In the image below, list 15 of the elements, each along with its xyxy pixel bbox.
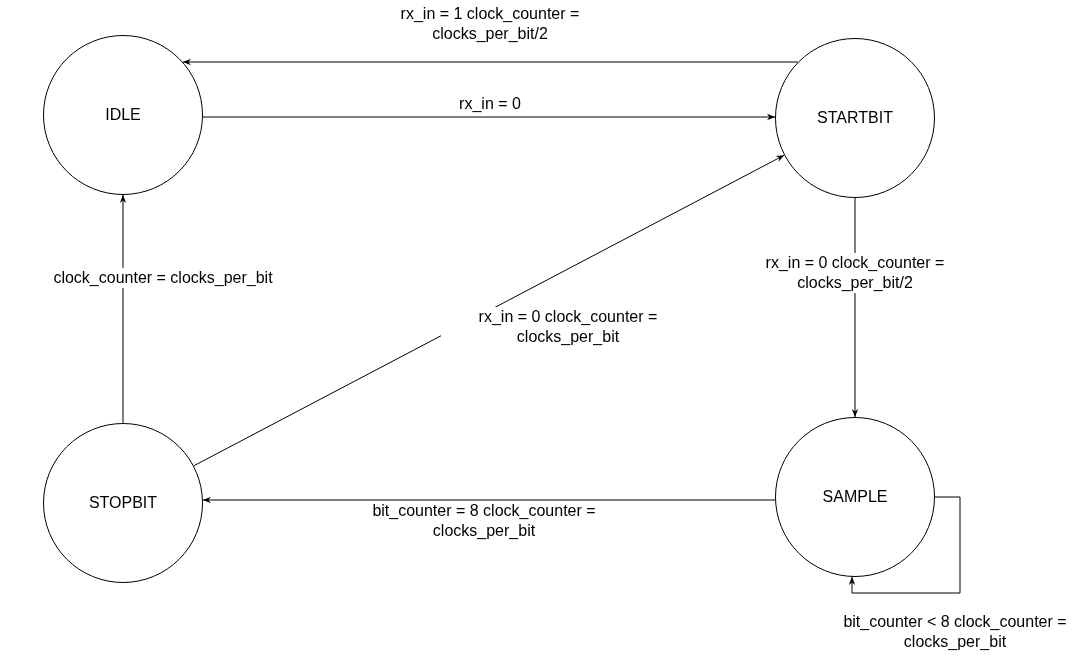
arrow xyxy=(848,496,961,594)
arrow xyxy=(202,113,776,121)
state-label: SAMPLE xyxy=(822,488,888,506)
state-label: STOPBIT xyxy=(88,494,158,512)
arrow xyxy=(119,194,127,424)
arrow xyxy=(193,154,785,467)
edge-label: rx_in = 0 xyxy=(458,94,522,114)
edge-label: bit_counter < 8 clock_counter = clocks_per_bit xyxy=(842,612,1068,652)
arrow xyxy=(182,58,799,66)
arrow xyxy=(202,496,776,504)
edge-label: clock_counter = clocks_per_bit xyxy=(51,268,275,288)
state-label: IDLE xyxy=(105,106,141,124)
state-label: STARTBIT xyxy=(817,109,893,127)
edge-label: rx_in = 1 clock_counter = clocks_per_bit/2 xyxy=(399,4,581,44)
edge-label: bit_counter = 8 clock_counter = clocks_per_bit xyxy=(371,501,597,541)
